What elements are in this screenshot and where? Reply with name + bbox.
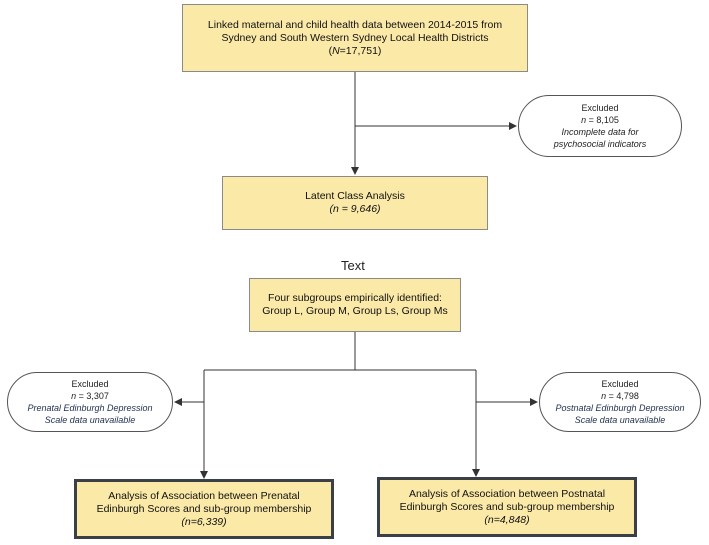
stray-text-label: Text [341,258,365,273]
excluded-top-reason1: Incomplete data for [561,127,639,137]
postnatal-analysis-box: Analysis of Association between Postnata… [377,477,637,537]
source-data-box: Linked maternal and child health data be… [182,4,528,72]
excluded-right-node: Excluded n = 4,798 Postnatal Edinburgh D… [539,372,701,432]
latent-class-analysis-box: Latent Class Analysis (n = 9,646) [222,176,488,230]
subgroups-line2: Group L, Group M, Group Ls, Group Ms [262,305,448,317]
excluded-left-reason1: Prenatal Edinburgh Depression [27,403,153,413]
excluded-right-title: Excluded [601,379,639,389]
subgroups-box: Four subgroups empirically identified: G… [249,278,461,332]
excluded-left-reason2: Scale data unavailable [44,415,136,425]
excluded-top-title: Excluded [581,103,619,113]
prenatal-line2: Edinburgh Scores and sub-group membershi… [96,502,312,515]
subgroups-line1: Four subgroups empirically identified: [268,292,442,304]
excluded-left-count: n = 3,307 [71,391,109,401]
prenatal-analysis-box: Analysis of Association between Prenatal… [74,479,334,539]
excluded-top-count: n = 8,105 [581,115,619,125]
excluded-right-reason2: Scale data unavailable [574,415,666,425]
prenatal-line1: Analysis of Association between Prenatal [108,489,300,502]
excluded-left-title: Excluded [71,379,109,389]
lca-count: (n = 9,646) [329,203,381,215]
source-count: (N=17,751) [328,44,382,57]
postnatal-line2: Edinburgh Scores and sub-group membershi… [399,500,615,513]
postnatal-line1: Analysis of Association between Postnata… [408,487,606,500]
source-line1: Linked maternal and child health data be… [207,18,503,31]
source-line2: Sydney and South Western Sydney Local He… [221,31,489,44]
excluded-top-node: Excluded n = 8,105 Incomplete data for p… [518,95,682,157]
postnatal-count: (n=4,848) [484,513,530,526]
excluded-left-node: Excluded n = 3,307 Prenatal Edinburgh De… [7,372,173,432]
excluded-right-reason1: Postnatal Edinburgh Depression [555,403,685,413]
excluded-top-reason2: psychosocial indicators [553,139,647,149]
prenatal-count: (n=6,339) [181,515,227,528]
excluded-right-count: n = 4,798 [601,391,639,401]
lca-title: Latent Class Analysis [305,190,405,202]
